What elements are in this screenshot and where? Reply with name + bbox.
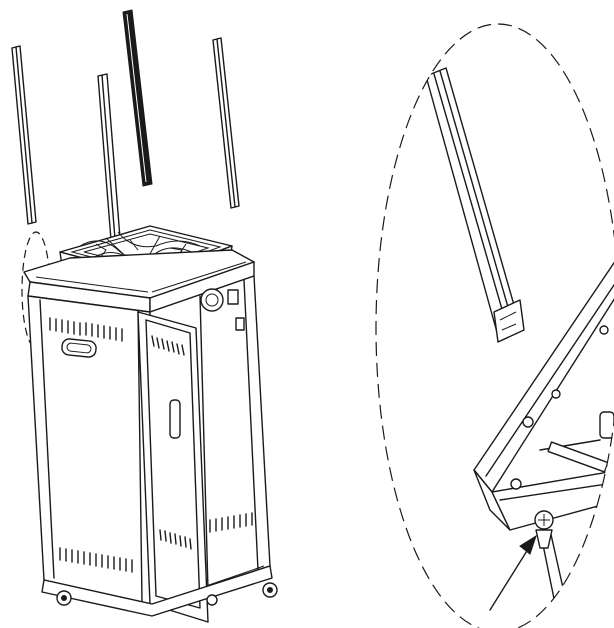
corner-rod-dark: [122, 9, 153, 187]
open-door: [137, 311, 209, 623]
detail-corner-rod: [425, 67, 525, 343]
detail-ellipse: [375, 23, 614, 628]
carry-handle: [61, 338, 97, 358]
caster-wheel-front: [206, 594, 218, 606]
detail-frame-corner: [473, 253, 614, 628]
mounting-screw-icon: [534, 510, 554, 549]
caster-wheel-right: [262, 582, 278, 598]
cabinet-left-side: [27, 295, 153, 605]
corner-rod-right: [212, 37, 240, 209]
vent-slots-bottom: [59, 547, 133, 573]
vent-slots-top: [49, 317, 123, 342]
control-knob: [200, 288, 245, 331]
corner-rod-center: [97, 73, 121, 241]
main-view: [11, 9, 278, 623]
detail-view: [375, 23, 614, 628]
cabinet-base: [41, 565, 273, 617]
caster-wheel-left: [56, 590, 72, 606]
vent-slots-back: [209, 512, 253, 533]
corner-rod-left: [11, 45, 37, 225]
insertion-arrow-icon: [489, 534, 537, 611]
